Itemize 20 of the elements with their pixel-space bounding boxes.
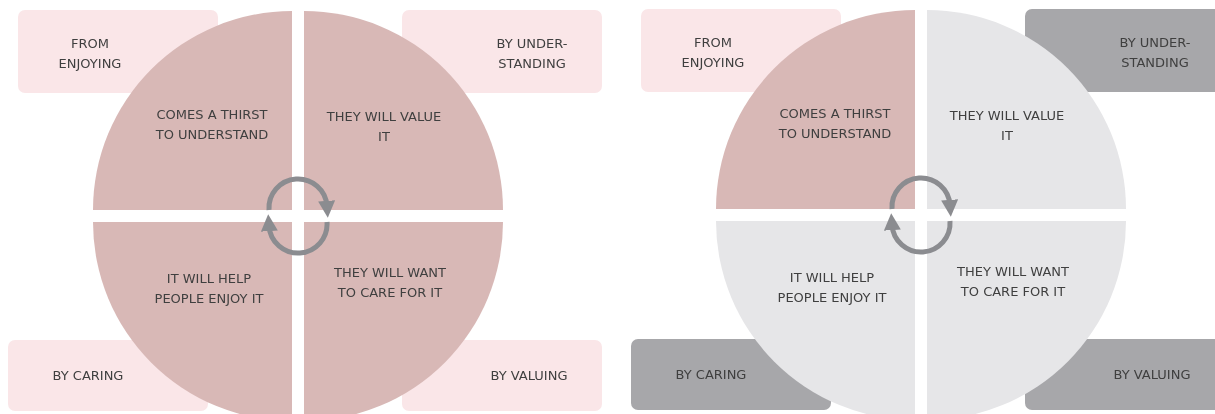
quadrant-text: THEY WILL WANT TO CARE FOR IT bbox=[333, 264, 447, 302]
quadrant-text: COMES A THIRST TO UNDERSTAND bbox=[777, 105, 893, 143]
cycle-arrow bbox=[889, 175, 958, 217]
box-label: BY VALUING bbox=[489, 367, 569, 385]
box-label: FROM ENJOYING bbox=[680, 34, 746, 72]
box-label: FROM ENJOYING bbox=[57, 35, 123, 73]
box-label: BY UNDER-STANDING bbox=[495, 35, 569, 73]
box-label: BY UNDER-STANDING bbox=[1118, 34, 1192, 72]
cycle-arrow bbox=[266, 176, 335, 218]
quadrant-text: THEY WILL WANT TO CARE FOR IT bbox=[956, 263, 1070, 301]
quadrant-text: THEY WILL VALUE IT bbox=[948, 107, 1066, 145]
quadrant-text: IT WILL HELP PEOPLE ENJOY IT bbox=[776, 269, 888, 307]
cycle-arrow bbox=[884, 213, 953, 255]
quadrant-text: IT WILL HELP PEOPLE ENJOY IT bbox=[153, 270, 265, 308]
box-label: BY CARING bbox=[674, 366, 748, 384]
cycle-arrow bbox=[261, 214, 330, 256]
box-label: BY CARING bbox=[51, 367, 125, 385]
quadrant-text: COMES A THIRST TO UNDERSTAND bbox=[154, 106, 270, 144]
box-label: BY VALUING bbox=[1112, 366, 1192, 384]
quadrant-text: THEY WILL VALUE IT bbox=[325, 108, 443, 146]
